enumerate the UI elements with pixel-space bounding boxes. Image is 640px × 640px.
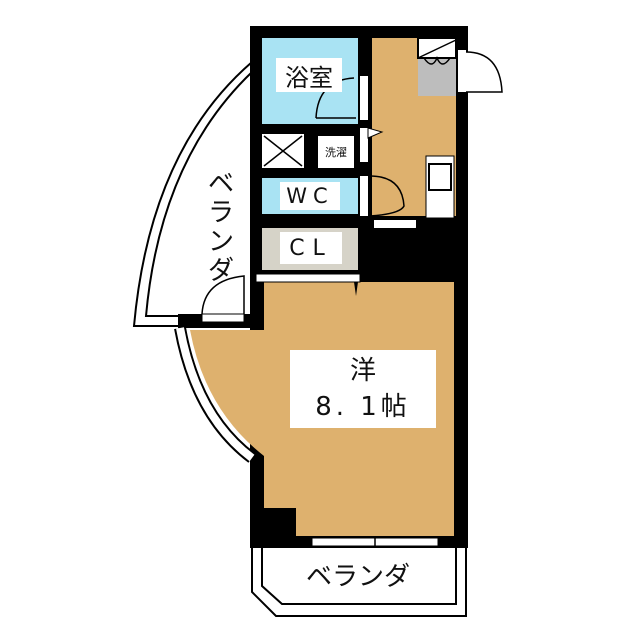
wc-door-swing	[369, 175, 405, 217]
laundry-label: 洗濯	[320, 140, 352, 164]
closet-label: CL	[280, 232, 342, 264]
bottom-balcony-label: ベランダ	[305, 561, 410, 592]
washer-space	[262, 134, 304, 168]
side-balcony-outline	[132, 61, 253, 327]
wc-label: WC	[280, 182, 340, 210]
shoe-box	[417, 37, 457, 65]
room-door-swing	[373, 227, 417, 273]
side-balcony-label: ベランダ	[207, 169, 234, 286]
room-size: 8. 1帖	[315, 392, 411, 422]
bottom-balcony-outline	[251, 546, 467, 617]
room-type: 洋	[349, 356, 376, 386]
western-room-label: 洋 8. 1帖	[290, 350, 436, 428]
balcony-door-swing	[201, 275, 245, 315]
entrance-door	[458, 50, 503, 93]
bath-label: 浴室	[276, 58, 342, 92]
kitchen-counter	[425, 155, 455, 219]
